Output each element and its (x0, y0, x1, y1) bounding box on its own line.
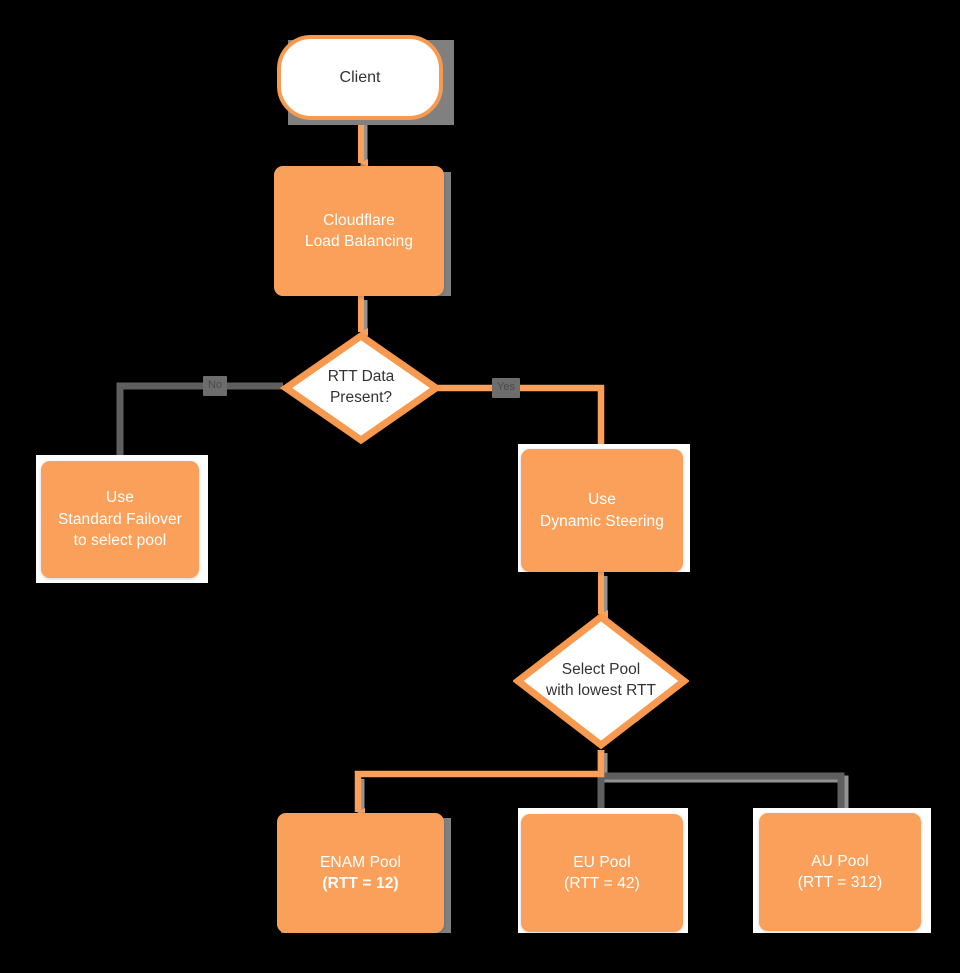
edge-label-no: No (203, 376, 228, 396)
node-standard-failover[interactable]: Use Standard Failover to select pool (41, 461, 199, 578)
node-dynamic-steering[interactable]: Use Dynamic Steering (521, 449, 683, 572)
node-au-pool-label: AU Pool (RTT = 312) (798, 851, 883, 894)
edge-label-yes: Yes (492, 378, 520, 398)
node-select-pool[interactable]: Select Pool with lowest RTT (513, 612, 689, 750)
node-load-balancing[interactable]: Cloudflare Load Balancing (274, 166, 444, 296)
node-load-balancing-label: Cloudflare Load Balancing (305, 210, 413, 253)
load-balancing-line-1: Cloudflare (323, 211, 395, 229)
enam-pool-line-1: ENAM Pool (319, 853, 401, 871)
edge-select-pool-to-au (601, 772, 849, 816)
edge-decision-no-to-standard-failover (116, 382, 283, 462)
node-standard-failover-label: Use Standard Failover to select pool (58, 487, 182, 551)
edge-label-yes-text: Yes (497, 381, 515, 393)
dynamic-steering-line-1: Use (588, 491, 616, 509)
node-enam-pool-label: ENAM Pool (RTT = 12) (320, 852, 401, 895)
node-client[interactable]: Client (277, 35, 443, 120)
node-au-pool[interactable]: AU Pool (RTT = 312) (759, 813, 921, 931)
dynamic-steering-line-2: Dynamic Steering (540, 512, 664, 530)
standard-failover-line-1: Use (106, 489, 134, 507)
node-eu-pool[interactable]: EU Pool (RTT = 42) (521, 814, 683, 932)
standard-failover-line-3: to select pool (73, 532, 167, 550)
node-enam-pool[interactable]: ENAM Pool (RTT = 12) (277, 813, 444, 933)
au-pool-line-2: (RTT = 312) (797, 874, 883, 891)
enam-pool-line-2: (RTT = 12) (322, 875, 399, 892)
node-client-label: Client (339, 68, 381, 86)
standard-failover-line-2: Standard Failover (57, 510, 183, 528)
node-rtt-decision[interactable]: RTT Data Present? (280, 330, 442, 446)
load-balancing-line-2: Load Balancing (304, 233, 414, 250)
node-dynamic-steering-label: Use Dynamic Steering (540, 489, 664, 532)
eu-pool-line-2: (RTT = 42) (564, 875, 640, 892)
node-eu-pool-label: EU Pool (RTT = 42) (564, 852, 640, 895)
rtt-decision-shape (280, 331, 442, 445)
edge-select-pool-to-enam (354, 750, 605, 816)
select-pool-shape (513, 612, 689, 750)
au-pool-line-1: AU Pool (811, 852, 869, 870)
eu-pool-line-1: EU Pool (573, 853, 631, 871)
edge-label-no-text: No (208, 379, 223, 391)
